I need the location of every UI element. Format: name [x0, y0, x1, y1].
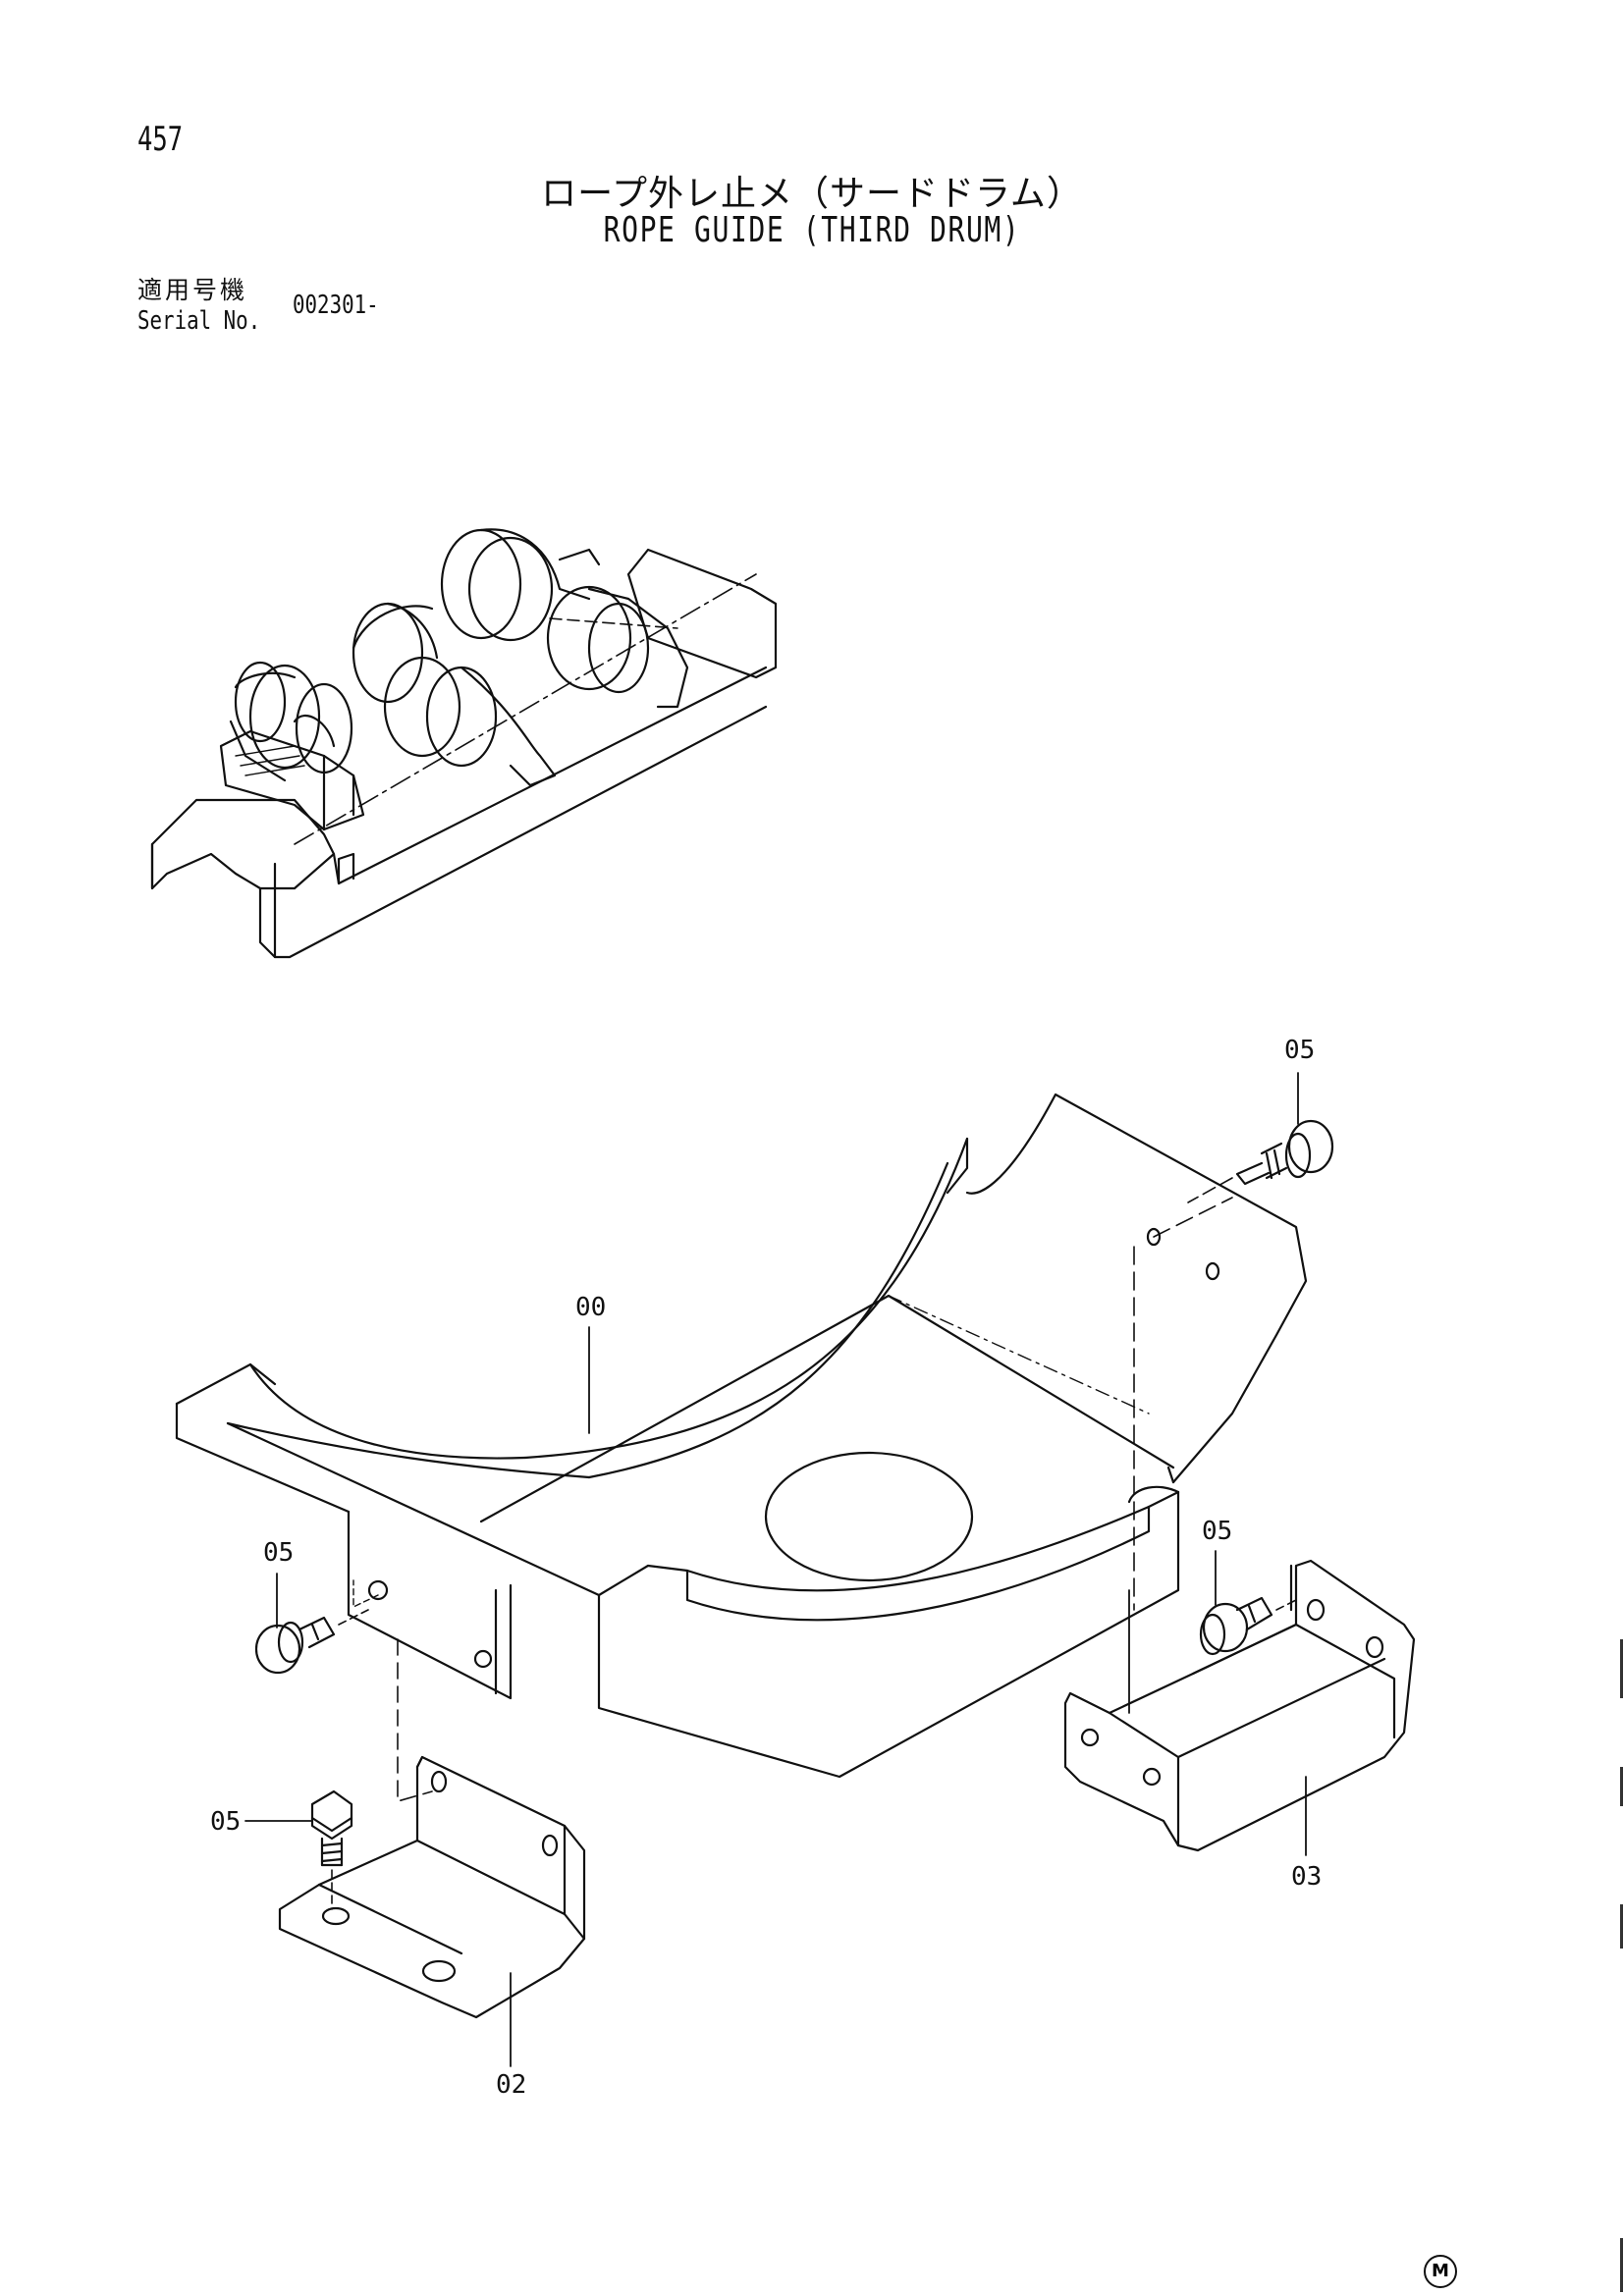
- bolt-05-right: [1199, 1596, 1297, 1656]
- rope-guide-plate-00: [175, 1093, 1308, 1779]
- callout-05-bottom: 05: [210, 1807, 241, 1837]
- bolt-05-bottom: [310, 1789, 353, 1910]
- callout-05-left: 05: [263, 1538, 294, 1568]
- callout-02: 02: [496, 2070, 526, 2100]
- leader-lines: [244, 1072, 1307, 2067]
- location-overview-illustration: [150, 528, 778, 959]
- bolt-05-left: [254, 1609, 369, 1675]
- title-japanese: ロープ外レ止メ（サードドラム）: [541, 174, 1083, 214]
- title-english: ROPE GUIDE (THIRD DRUM): [603, 210, 1021, 250]
- edge-mark: [1620, 1767, 1623, 1806]
- callout-03: 03: [1291, 1862, 1322, 1892]
- edge-mark: [1620, 1904, 1623, 1949]
- registered-mark-icon: M: [1424, 2255, 1457, 2288]
- callout-05-top: 05: [1284, 1036, 1315, 1065]
- edge-mark: [1620, 2238, 1623, 2292]
- page-number: 457: [137, 120, 184, 159]
- serial-number-value: 002301-: [293, 291, 379, 320]
- right-bracket-03: [1063, 1559, 1416, 1852]
- serial-label-english: Serial No.: [137, 306, 261, 336]
- edge-mark: [1620, 1639, 1623, 1698]
- bolt-05-top: [1187, 1119, 1334, 1203]
- left-bracket-02: [278, 1638, 586, 2019]
- callout-00: 00: [575, 1293, 606, 1322]
- serial-label-japanese: 適用号機: [137, 276, 248, 304]
- callout-05-right: 05: [1202, 1517, 1232, 1546]
